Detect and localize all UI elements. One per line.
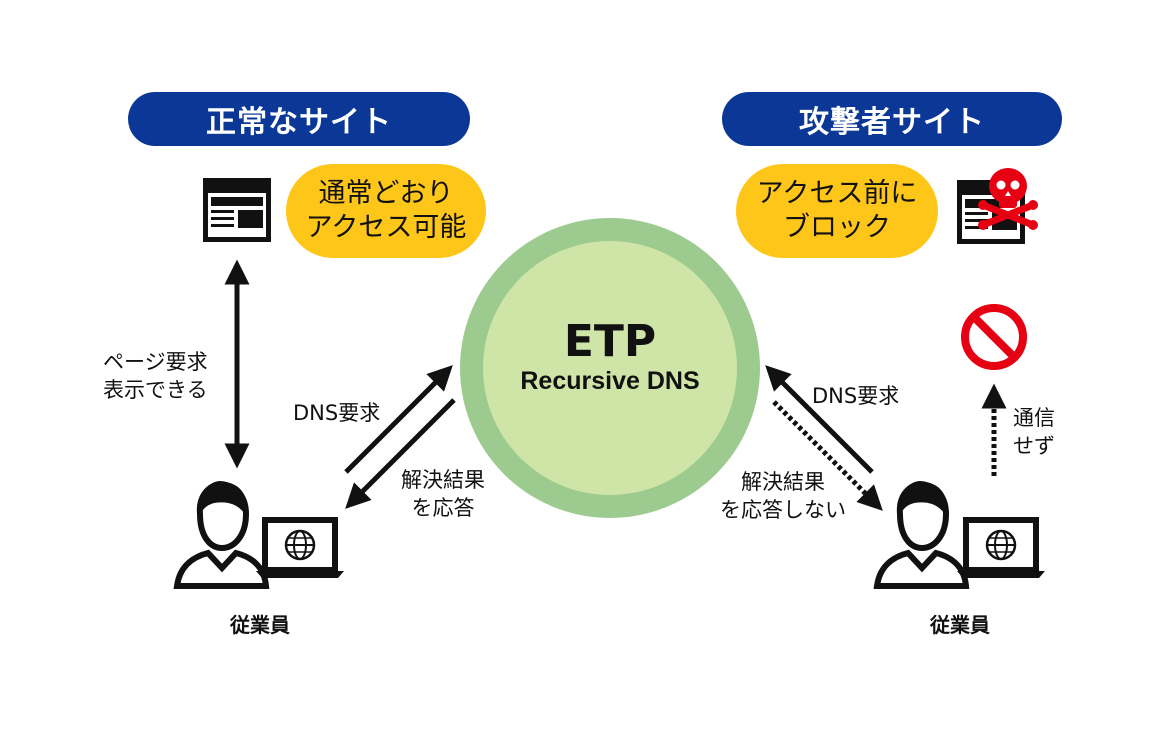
right-response-line-1: 解決結果 <box>741 470 825 494</box>
left-response-label: 解決結果 を応答 <box>388 466 498 522</box>
right-dns-request-arrow <box>765 365 874 474</box>
laptop-globe-icon <box>256 517 344 578</box>
left-dns-request-arrow <box>344 365 453 474</box>
person-icon <box>873 480 970 589</box>
blocked-status-line-2: ブロック <box>783 212 891 243</box>
normal-site-header: 正常なサイト <box>128 92 470 146</box>
normal-status-line-2: アクセス可能 <box>305 212 467 243</box>
etp-dns-label: ETP Recursive DNS <box>460 318 760 396</box>
left-response-line-2: を応答 <box>411 496 475 520</box>
web-page-icon <box>203 178 271 242</box>
attacker-site-header-label: 攻撃者サイト <box>799 105 985 140</box>
left-response-arrow <box>345 398 456 509</box>
laptop-globe-icon <box>957 517 1045 578</box>
page-request-label: ページ要求 表示できる <box>103 348 208 404</box>
right-dns-request-label: DNS要求 <box>812 384 900 408</box>
no-communication-line-1: 通信 <box>1013 406 1055 430</box>
page-request-line-2: 表示できる <box>103 378 208 402</box>
etp-dns-circle <box>460 218 760 518</box>
left-response-line-1: 解決結果 <box>401 468 485 492</box>
normal-access-status: 通常どおり アクセス可能 <box>286 164 486 258</box>
page-request-line-1: ページ要求 <box>103 350 208 374</box>
etp-title: ETP <box>563 316 657 367</box>
blocked-status-line-1: アクセス前に <box>756 178 918 209</box>
normal-status-line-1: 通常どおり <box>318 178 454 209</box>
left-employee-label: 従業員 <box>230 613 290 637</box>
no-communication-label: 通信 せず <box>1004 404 1064 460</box>
attacker-site-header: 攻撃者サイト <box>722 92 1062 146</box>
right-no-response-arrow <box>772 400 883 511</box>
normal-site-header-label: 正常なサイト <box>206 105 392 140</box>
skull-crossbones-icon <box>978 168 1038 230</box>
recursive-dns-subtitle: Recursive DNS <box>520 367 700 395</box>
person-icon <box>173 480 270 589</box>
right-employee-label: 従業員 <box>930 613 990 637</box>
blocked-access-status: アクセス前に ブロック <box>736 164 938 258</box>
left-dns-request-label: DNS要求 <box>293 401 381 425</box>
right-response-line-2: を応答しない <box>720 498 846 522</box>
no-communication-line-2: せず <box>1013 434 1055 458</box>
right-response-label: 解決結果 を応答しない <box>708 468 858 524</box>
prohibited-icon <box>961 304 1027 370</box>
